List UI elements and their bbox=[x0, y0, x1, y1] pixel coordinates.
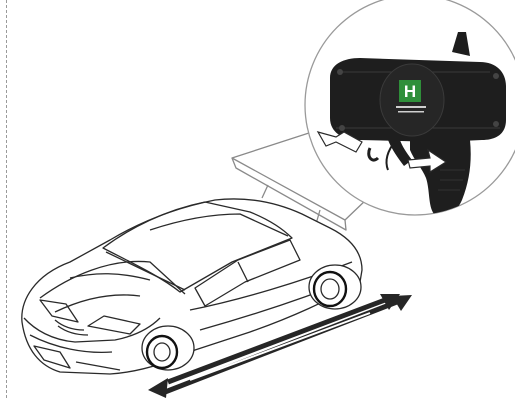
logo-letter: H bbox=[404, 82, 416, 101]
rc-car-drawing bbox=[22, 132, 368, 374]
